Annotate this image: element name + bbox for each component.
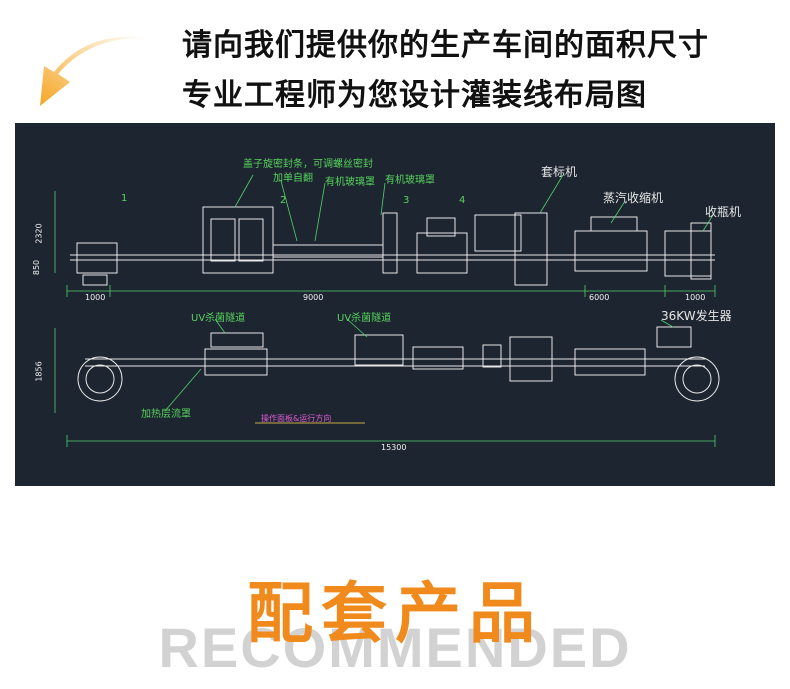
label-num-2: 2 [280,195,287,206]
footer-subtitle: RECOMMENDED [158,616,632,679]
dim-vertical-3: 1856 [34,361,44,382]
label-heat-layer: 加热层流罩 [141,409,191,420]
label-flow-direction: 操作面板&运行方向 [261,414,332,423]
label-steam-shrink: 蒸汽收缩机 [603,191,664,205]
label-num-1: 1 [121,193,128,204]
label-organic-glass-2: 有机玻璃罩 [385,175,435,186]
cad-layout-drawing: 盖子旋密封条，可调螺丝密封 加单自翻 有机玻璃罩 有机玻璃罩 套标机 蒸汽收缩机… [15,123,775,486]
cad-lines [54,174,720,447]
dim-vertical-1: 2320 [34,223,44,244]
header-line-2: 专业工程师为您设计灌装线布局图 [182,78,647,113]
label-num-3: 3 [403,195,410,206]
dim-1000-left: 1000 [85,293,106,302]
label-num-4: 4 [459,195,466,206]
label-add-single-bottle: 加单自翻 [273,173,313,184]
dim-15300: 15300 [381,443,407,452]
dim-9000: 9000 [303,293,324,302]
dim-1000-right: 1000 [685,293,706,302]
arrow-icon [40,36,148,106]
label-bottle-collector: 收瓶机 [705,205,742,219]
label-uv-tunnel-1: UV杀菌隧道 [191,313,246,324]
header: 请向我们提供你的生产车间的面积尺寸 专业工程师为您设计灌装线布局图 [0,0,790,120]
label-uv-tunnel-2: UV杀菌隧道 [337,313,392,324]
label-sleeve-machine: 套标机 [541,165,578,179]
label-organic-glass-1: 有机玻璃罩 [325,177,375,188]
header-line-1: 请向我们提供你的生产车间的面积尺寸 [182,28,709,63]
label-generator: 36KW发生器 [661,309,732,323]
dim-vertical-2: 850 [32,259,42,276]
footer-title: 配套产品 [247,575,543,652]
label-cap-screw: 盖子旋密封条，可调螺丝密封 [243,159,373,170]
dim-6000: 6000 [589,293,610,302]
